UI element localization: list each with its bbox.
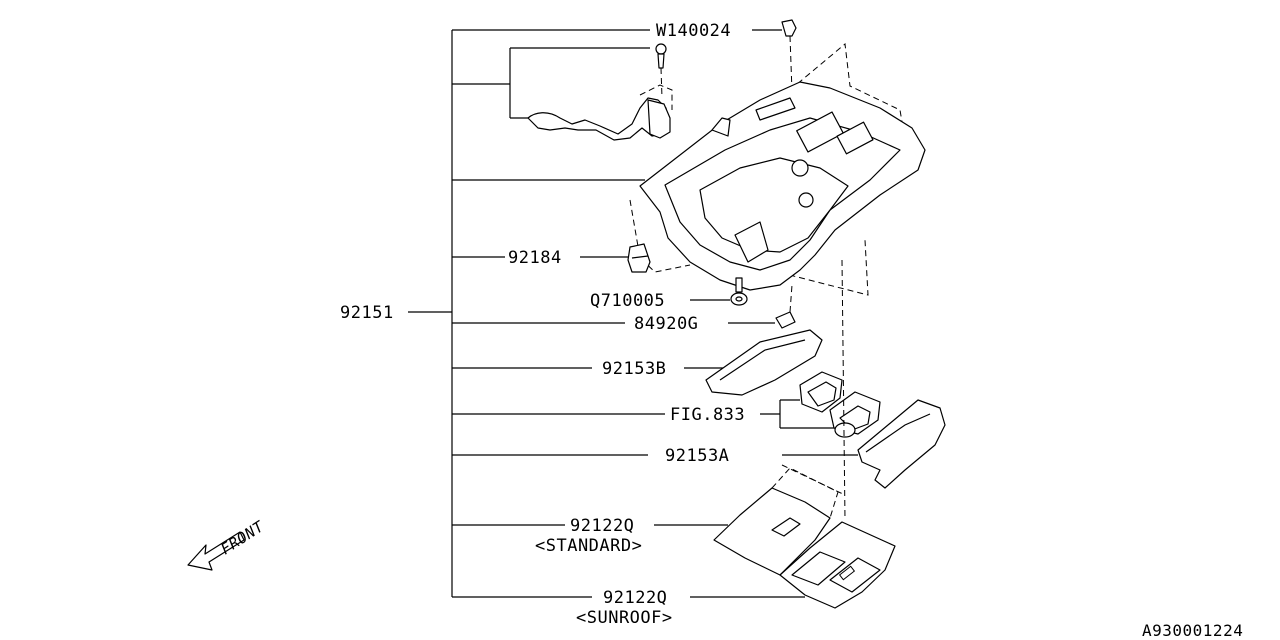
cover-92122q-standard [713, 467, 839, 576]
screw-q710005-icon [730, 277, 748, 306]
front-arrow-icon: FRONT [187, 517, 268, 571]
switch-fig833-icon [799, 371, 881, 438]
cover-92122q-sunroof [779, 521, 896, 609]
label-92153a: 92153A [665, 446, 729, 466]
harness-icon [527, 84, 673, 141]
label-fig833: FIG.833 [670, 405, 745, 425]
label-standard-variant: <STANDARD> [535, 536, 642, 556]
label-main-assembly: 92151 [340, 303, 394, 323]
label-92122q-standard: 92122Q [570, 516, 634, 536]
label-sunroof-variant: <SUNROOF> [576, 608, 673, 628]
label-84920g: 84920G [634, 314, 698, 334]
console-housing [639, 81, 926, 291]
label-92122q-sunroof: 92122Q [603, 588, 667, 608]
clip-w140024-icon [781, 19, 797, 93]
label-92153b: 92153B [602, 359, 666, 379]
front-label: FRONT [217, 517, 267, 558]
lens-92153a [857, 399, 946, 489]
drawing-number: A930001224 [1142, 621, 1243, 640]
bulb-84920g-icon [775, 284, 796, 329]
clip-92184-icon [627, 243, 651, 273]
lens-92153b [705, 329, 823, 396]
screw-top-icon [655, 43, 667, 99]
assembly-bracket [408, 29, 858, 598]
label-w140024: W140024 [656, 21, 731, 41]
label-q710005: Q710005 [590, 291, 665, 311]
label-92184: 92184 [508, 248, 562, 268]
